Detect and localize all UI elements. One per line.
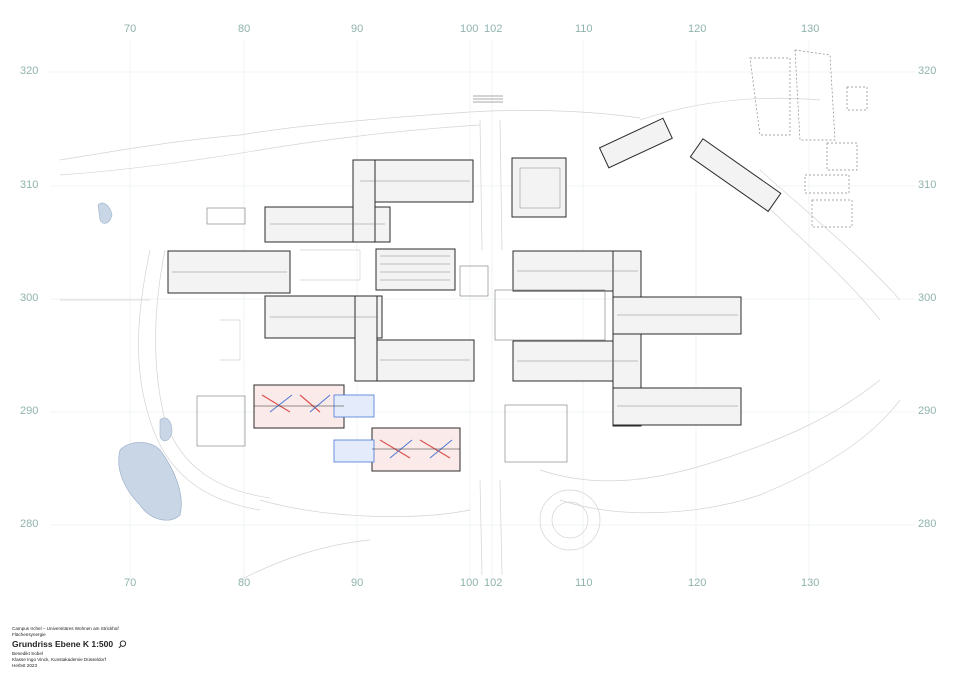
term: Herbst 2023	[12, 663, 38, 668]
grid-label-left-300: 300	[20, 292, 39, 304]
interior-detail	[172, 167, 738, 407]
drawing-title-row: Grundriss Ebene K 1:500	[12, 638, 212, 651]
grid-label-left-290: 290	[20, 405, 39, 417]
project-subtitle: Flächensynergie	[12, 632, 46, 637]
grid-label-bottom-130: 130	[801, 577, 820, 589]
grid-label-top-80: 80	[238, 23, 251, 35]
highlighted-units	[253, 384, 461, 472]
grid-label-right-310: 310	[918, 179, 937, 191]
grid-label-left-310: 310	[20, 179, 39, 191]
grid-label-top-90: 90	[351, 23, 364, 35]
stair-lines	[473, 95, 503, 103]
grid-label-bottom-102: 102	[484, 577, 503, 589]
grid-label-bottom-80: 80	[238, 577, 251, 589]
grid-label-bottom-70: 70	[124, 577, 137, 589]
grid-label-left-280: 280	[20, 518, 39, 530]
drawing-title: Grundriss Ebene K 1:500	[12, 639, 114, 649]
search-icon[interactable]	[118, 640, 127, 649]
grid-label-top-102: 102	[484, 23, 503, 35]
annex-outlines	[196, 49, 868, 463]
project-title: Campus Irchel – Universitäres Wohnen am …	[12, 626, 119, 631]
grid-label-right-300: 300	[918, 292, 937, 304]
grid-label-bottom-100: 100	[460, 577, 479, 589]
grid-label-right-290: 290	[918, 405, 937, 417]
grid-label-bottom-120: 120	[688, 577, 707, 589]
class-line: Klasse Ingo Vinck, Kunstakademie Düsseld…	[12, 657, 106, 662]
grid-label-right-320: 320	[918, 65, 937, 77]
grid-label-top-100: 100	[460, 23, 479, 35]
site-context	[59, 97, 901, 581]
grid-label-bottom-110: 110	[575, 577, 593, 589]
grid-label-bottom-90: 90	[351, 577, 364, 589]
title-block: Campus Irchel – Universitäres Wohnen am …	[12, 626, 212, 669]
grid-label-right-280: 280	[918, 518, 937, 530]
pond	[97, 202, 182, 521]
grid-label-left-320: 320	[20, 65, 39, 77]
author-name: Benedikt Sobel	[12, 651, 43, 656]
grid-label-top-70: 70	[124, 23, 137, 35]
grid-label-top-120: 120	[688, 23, 707, 35]
grid-label-top-130: 130	[801, 23, 820, 35]
grid-label-top-110: 110	[575, 23, 593, 35]
